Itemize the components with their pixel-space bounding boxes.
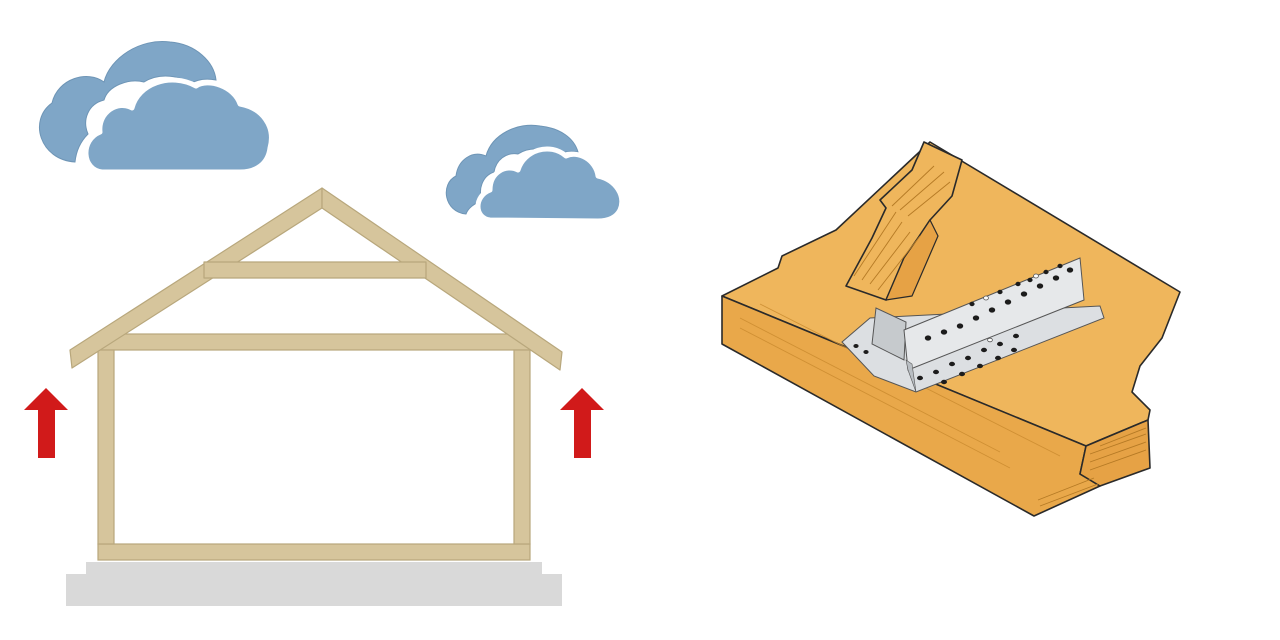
fastener-holes <box>853 263 1074 385</box>
fastener-holes-open <box>983 273 1039 343</box>
rafter-lumber <box>845 141 963 301</box>
foundation-slab <box>66 562 562 606</box>
arrow-up-left-icon <box>24 388 68 458</box>
arrow-up-right-icon <box>560 388 604 458</box>
cloud-right-icon <box>445 124 625 224</box>
rafter-tie-bracket <box>841 257 1105 393</box>
top-plate-lumber <box>721 141 1181 517</box>
bracket-connection-diagram <box>721 141 1181 517</box>
roof-rafters <box>69 187 563 371</box>
wall-frame <box>97 333 531 561</box>
house-frame-diagram <box>24 41 625 606</box>
cloud-left-icon <box>38 41 274 175</box>
